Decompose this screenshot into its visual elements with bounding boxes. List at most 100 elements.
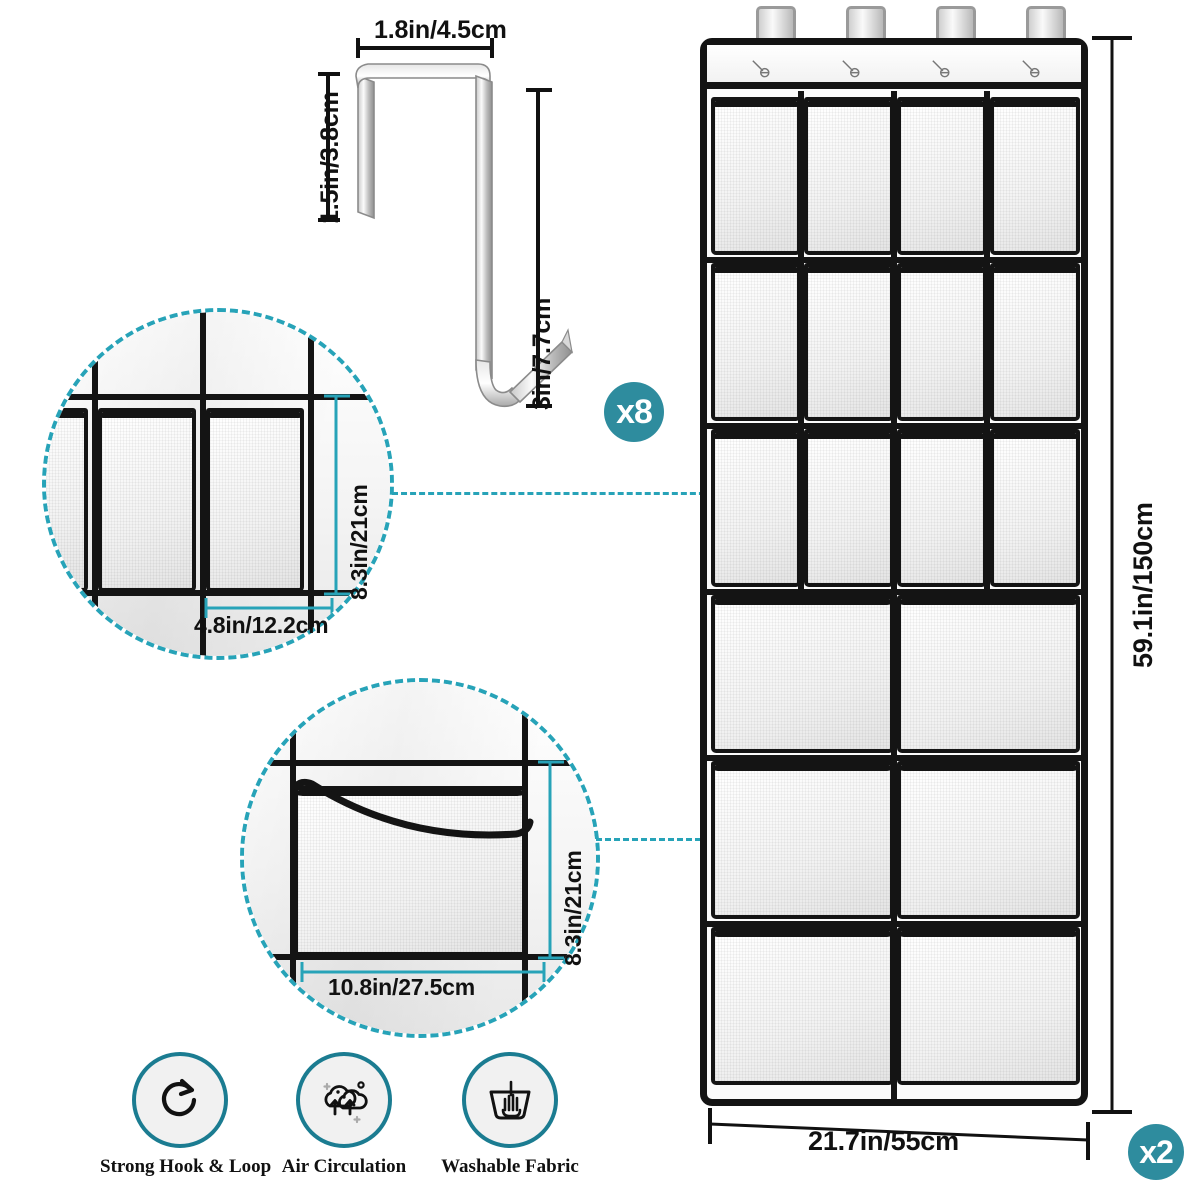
over-door-hook <box>936 6 976 43</box>
over-door-hook <box>1026 6 1066 43</box>
hook-illustration <box>318 38 574 408</box>
hook-width-label: 1.8in/4.5cm <box>374 16 507 44</box>
pocket-mesh-body <box>715 273 797 417</box>
detail-grid-hline <box>46 394 390 400</box>
large-pocket <box>897 761 1080 919</box>
hook-loop-icon <box>932 60 950 78</box>
overall-width-label: 21.7in/55cm <box>808 1126 959 1156</box>
large-pocket-detail-circle: 8.3in/21cm 10.8in/27.5cm <box>240 678 600 1038</box>
large-pocket <box>897 595 1080 753</box>
detail-grid-vline <box>290 682 296 1034</box>
small-pocket <box>804 429 894 587</box>
pocket-mesh-body <box>298 796 522 952</box>
pocket-mesh-body <box>715 771 890 915</box>
hook-loop-icon <box>842 60 860 78</box>
detail-dimension-lines <box>204 394 350 618</box>
air-circulation-icon <box>323 1081 368 1124</box>
detail-grid-vline <box>308 312 314 656</box>
pocket-mesh-body <box>994 439 1076 583</box>
overall-width-dimension <box>708 1108 1090 1160</box>
small-pocket-width-label: 4.8in/12.2cm <box>194 612 329 638</box>
small-pocket <box>990 263 1080 421</box>
pocket-mesh-body <box>901 107 983 251</box>
large-pocket <box>897 927 1080 1085</box>
feature-washable-fabric: Washable Fabric <box>430 1052 590 1178</box>
pocket-sag-band <box>292 778 534 839</box>
large-pocket <box>711 761 894 919</box>
feature-label: Air Circulation <box>281 1156 407 1177</box>
small-pocket-height-label: 8.3in/21cm <box>346 484 372 600</box>
small-pocket <box>990 97 1080 255</box>
column-divider <box>891 591 897 1099</box>
feature-icon-ring <box>462 1052 558 1148</box>
large-pocket-width-label: 10.8in/27.5cm <box>328 974 476 1000</box>
detail-large-pocket <box>294 786 526 956</box>
pocket-mesh-body <box>715 605 890 749</box>
pocket-mesh-body <box>808 273 890 417</box>
hook-diagram: 1.8in/4.5cm 1.5in/3.8cm 3in/7.7cm <box>300 16 660 430</box>
pocket-mesh-body <box>901 439 983 583</box>
product-quantity-badge: x2 <box>1128 1124 1184 1180</box>
hook-long-leg-label: 3in/7.7cm <box>528 297 556 410</box>
detail-grid-hline <box>46 590 390 596</box>
overall-height-label: 59.1in/150cm <box>1128 502 1158 668</box>
small-pocket <box>897 97 987 255</box>
small-pocket <box>804 263 894 421</box>
hook-loop-icon <box>752 60 770 78</box>
overall-height-dimension <box>1092 36 1132 1114</box>
pocket-mesh-body <box>102 418 192 588</box>
pocket-mesh-body <box>808 439 890 583</box>
feature-air-circulation: Air Circulation <box>264 1052 424 1178</box>
small-pocket <box>711 263 801 421</box>
feature-row: Strong Hook & Loop Air Circulation <box>100 1052 600 1192</box>
hand-wash-basin-icon <box>489 1080 531 1120</box>
small-pocket <box>990 429 1080 587</box>
feature-strong-hook-loop: Strong Hook & Loop <box>100 1052 272 1178</box>
detail-grid-vline <box>92 312 98 656</box>
small-pocket <box>897 263 987 421</box>
leader-line-large-pocket <box>596 838 728 841</box>
feature-icon-ring <box>132 1052 228 1148</box>
pocket-mesh-body <box>715 439 797 583</box>
pocket-mesh-body <box>901 937 1076 1081</box>
hook-loop-icon <box>1022 60 1040 78</box>
pocket-mesh-body <box>994 273 1076 417</box>
small-pocket <box>804 97 894 255</box>
pocket-mesh-body <box>901 605 1076 749</box>
pocket-mesh-body <box>901 273 983 417</box>
small-pocket-detail-clip <box>46 312 390 656</box>
pocket-mesh-body <box>210 418 300 588</box>
detail-small-pocket <box>98 408 196 592</box>
column-divider <box>798 91 804 591</box>
feature-icon-ring <box>296 1052 392 1148</box>
leader-line-small-pocket <box>392 492 732 495</box>
large-pocket-detail-clip <box>244 682 596 1034</box>
detail-grid-hline <box>244 760 596 766</box>
pocket-mesh-body <box>715 107 797 251</box>
large-pocket <box>711 927 894 1085</box>
feature-label: Strong Hook & Loop <box>100 1156 272 1177</box>
large-pocket-height-label: 8.3in/21cm <box>560 850 586 966</box>
pocket-mesh-body <box>715 937 890 1081</box>
column-divider <box>984 91 990 591</box>
detail-grid-hline <box>244 954 596 960</box>
detail-grid-vline <box>200 312 206 656</box>
detail-small-pocket <box>206 408 304 592</box>
over-door-hook <box>846 6 886 43</box>
small-pocket <box>897 429 987 587</box>
small-pocket <box>711 429 801 587</box>
pocket-mesh-body <box>808 107 890 251</box>
refresh-arrow-icon <box>161 1078 197 1117</box>
organizer-top-band <box>707 45 1081 89</box>
small-pocket <box>711 97 801 255</box>
column-divider <box>891 91 897 591</box>
detail-small-pocket-partial <box>46 408 88 592</box>
pocket-mesh-body <box>994 107 1076 251</box>
large-pocket <box>711 595 894 753</box>
pocket-mesh-body <box>901 771 1076 915</box>
detail-dimension-lines <box>300 760 564 982</box>
small-pocket-detail-circle: 8.3in/21cm 4.8in/12.2cm <box>42 308 394 660</box>
door-organizer-product <box>700 6 1088 1106</box>
hook-short-leg-label: 1.5in/3.8cm <box>316 91 344 224</box>
